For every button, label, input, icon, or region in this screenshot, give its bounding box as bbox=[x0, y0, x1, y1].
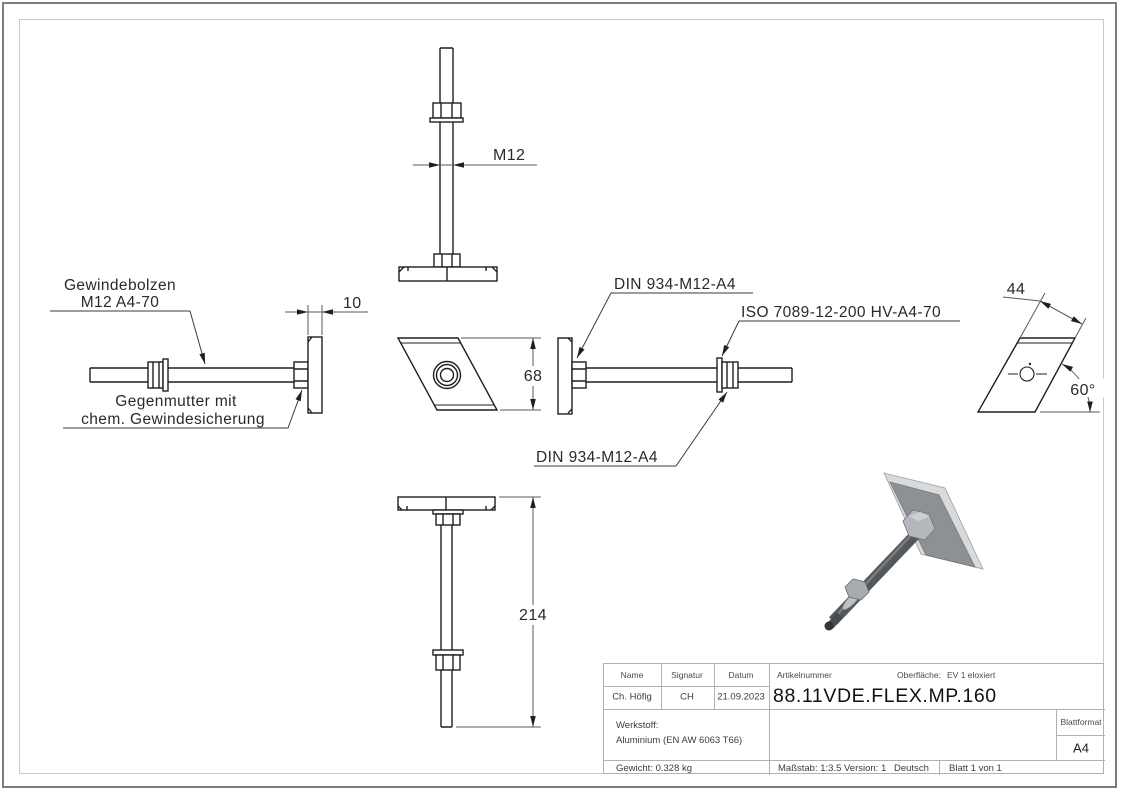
nut-top-view bbox=[432, 360, 462, 390]
signature-value: CH bbox=[680, 691, 694, 703]
isometric-view bbox=[824, 472, 984, 631]
label-washer: ISO 7089-12-200 HV-A4-70 bbox=[721, 304, 960, 357]
washer-label: ISO 7089-12-200 HV-A4-70 bbox=[741, 304, 941, 321]
overall-length-dimension-text: 214 bbox=[519, 607, 547, 624]
dimension-diameter: M12 bbox=[413, 147, 537, 168]
dimension-plate-height: 68 bbox=[461, 337, 543, 411]
label-stud: Gewindebolzen M12 A4-70 bbox=[50, 277, 206, 365]
hex-nut bbox=[147, 358, 169, 392]
hex-nut bbox=[429, 102, 464, 123]
signature-header: Signatur bbox=[671, 670, 703, 680]
label-locknut: Gegenmutter mit chem. Gewindesicherung bbox=[63, 389, 303, 429]
profile-view-plate bbox=[976, 337, 1077, 413]
material-value: Aluminium (EN AW 6063 T66) bbox=[616, 735, 743, 746]
stud-label-line2: M12 A4-70 bbox=[81, 294, 160, 311]
hex-nut bbox=[721, 361, 739, 389]
iso-mid-nut bbox=[844, 578, 870, 601]
mounting-plate-edge bbox=[398, 266, 498, 282]
bottom-view bbox=[397, 496, 496, 728]
threaded-rod bbox=[440, 525, 453, 728]
surface-value: EV 1 eloxiert bbox=[947, 670, 996, 680]
date-header: Datum bbox=[728, 670, 754, 680]
hole-center bbox=[1008, 362, 1047, 382]
plate-thickness-dimension-text: 10 bbox=[343, 295, 362, 312]
locknut-label-line1: Gegenmutter mit bbox=[115, 393, 237, 410]
name-header: Name bbox=[620, 670, 644, 680]
nut-bottom-label: DIN 934-M12-A4 bbox=[536, 449, 658, 466]
date-value: 21.09.2023 bbox=[717, 691, 765, 703]
language-value: Deutsch bbox=[894, 763, 929, 774]
article-number: 88.11VDE.FLEX.MP.160 bbox=[773, 685, 997, 707]
hex-nut-at-plate bbox=[293, 361, 309, 389]
hex-nut-at-plate bbox=[571, 361, 587, 389]
dimension-angle: 60° bbox=[1040, 363, 1104, 413]
washer bbox=[716, 357, 723, 393]
dimension-plate-width: 44 bbox=[1002, 281, 1087, 339]
label-nut-bottom: DIN 934-M12-A4 bbox=[534, 391, 728, 467]
mounting-plate-edge bbox=[397, 496, 496, 511]
plate-width-dimension-text: 44 bbox=[1007, 281, 1026, 298]
left-side-view bbox=[89, 336, 323, 414]
washer bbox=[432, 649, 464, 656]
iso-nut-top-facet bbox=[909, 512, 929, 521]
nut-top-label: DIN 934-M12-A4 bbox=[614, 276, 736, 293]
material-label: Werkstoff: bbox=[616, 720, 659, 731]
mounting-plate-edge bbox=[307, 336, 323, 414]
version-value: Version: 1 bbox=[844, 763, 887, 774]
right-side-view bbox=[557, 337, 793, 415]
sheet-format-value: A4 bbox=[1073, 740, 1089, 756]
locknut-label-line2: chem. Gewindesicherung bbox=[81, 411, 265, 428]
angle-dimension-text: 60° bbox=[1070, 382, 1095, 399]
stud-label-line1: Gewindebolzen bbox=[64, 277, 176, 294]
threaded-rod bbox=[586, 367, 793, 383]
article-number-label: Artikelnummer bbox=[777, 670, 832, 680]
scale-value: Maßstab: 1:3.5 bbox=[778, 763, 842, 774]
mounting-plate-edge bbox=[557, 337, 573, 415]
name-value: Ch. Höfig bbox=[612, 691, 652, 703]
front-view bbox=[398, 47, 498, 282]
label-nut-top: DIN 934-M12-A4 bbox=[576, 276, 753, 359]
weight-value: Gewicht: 0.328 kg bbox=[616, 763, 693, 774]
diameter-dimension-text: M12 bbox=[493, 147, 525, 164]
hex-nut bbox=[432, 649, 464, 671]
hex-nut-at-plate bbox=[432, 509, 464, 526]
sheet-value: Blatt 1 von 1 bbox=[949, 763, 1002, 774]
plate-height-dimension-text: 68 bbox=[524, 368, 543, 385]
threaded-rod bbox=[89, 367, 296, 383]
dimension-plate-thickness: 10 bbox=[285, 295, 368, 335]
hex-nut-at-plate bbox=[433, 253, 461, 268]
sheet-format-label: Blattformat bbox=[1060, 717, 1102, 727]
title-block: Name Signatur Datum Artikelnummer Oberfl… bbox=[603, 663, 1105, 775]
washer bbox=[429, 117, 464, 123]
threaded-rod bbox=[439, 47, 454, 267]
washer bbox=[162, 358, 169, 392]
plan-view-plate bbox=[396, 337, 499, 411]
dimension-overall-length: 214 bbox=[456, 496, 547, 728]
surface-label: Oberfläche: bbox=[897, 670, 941, 680]
iso-bolt-tip-cap bbox=[824, 621, 834, 631]
